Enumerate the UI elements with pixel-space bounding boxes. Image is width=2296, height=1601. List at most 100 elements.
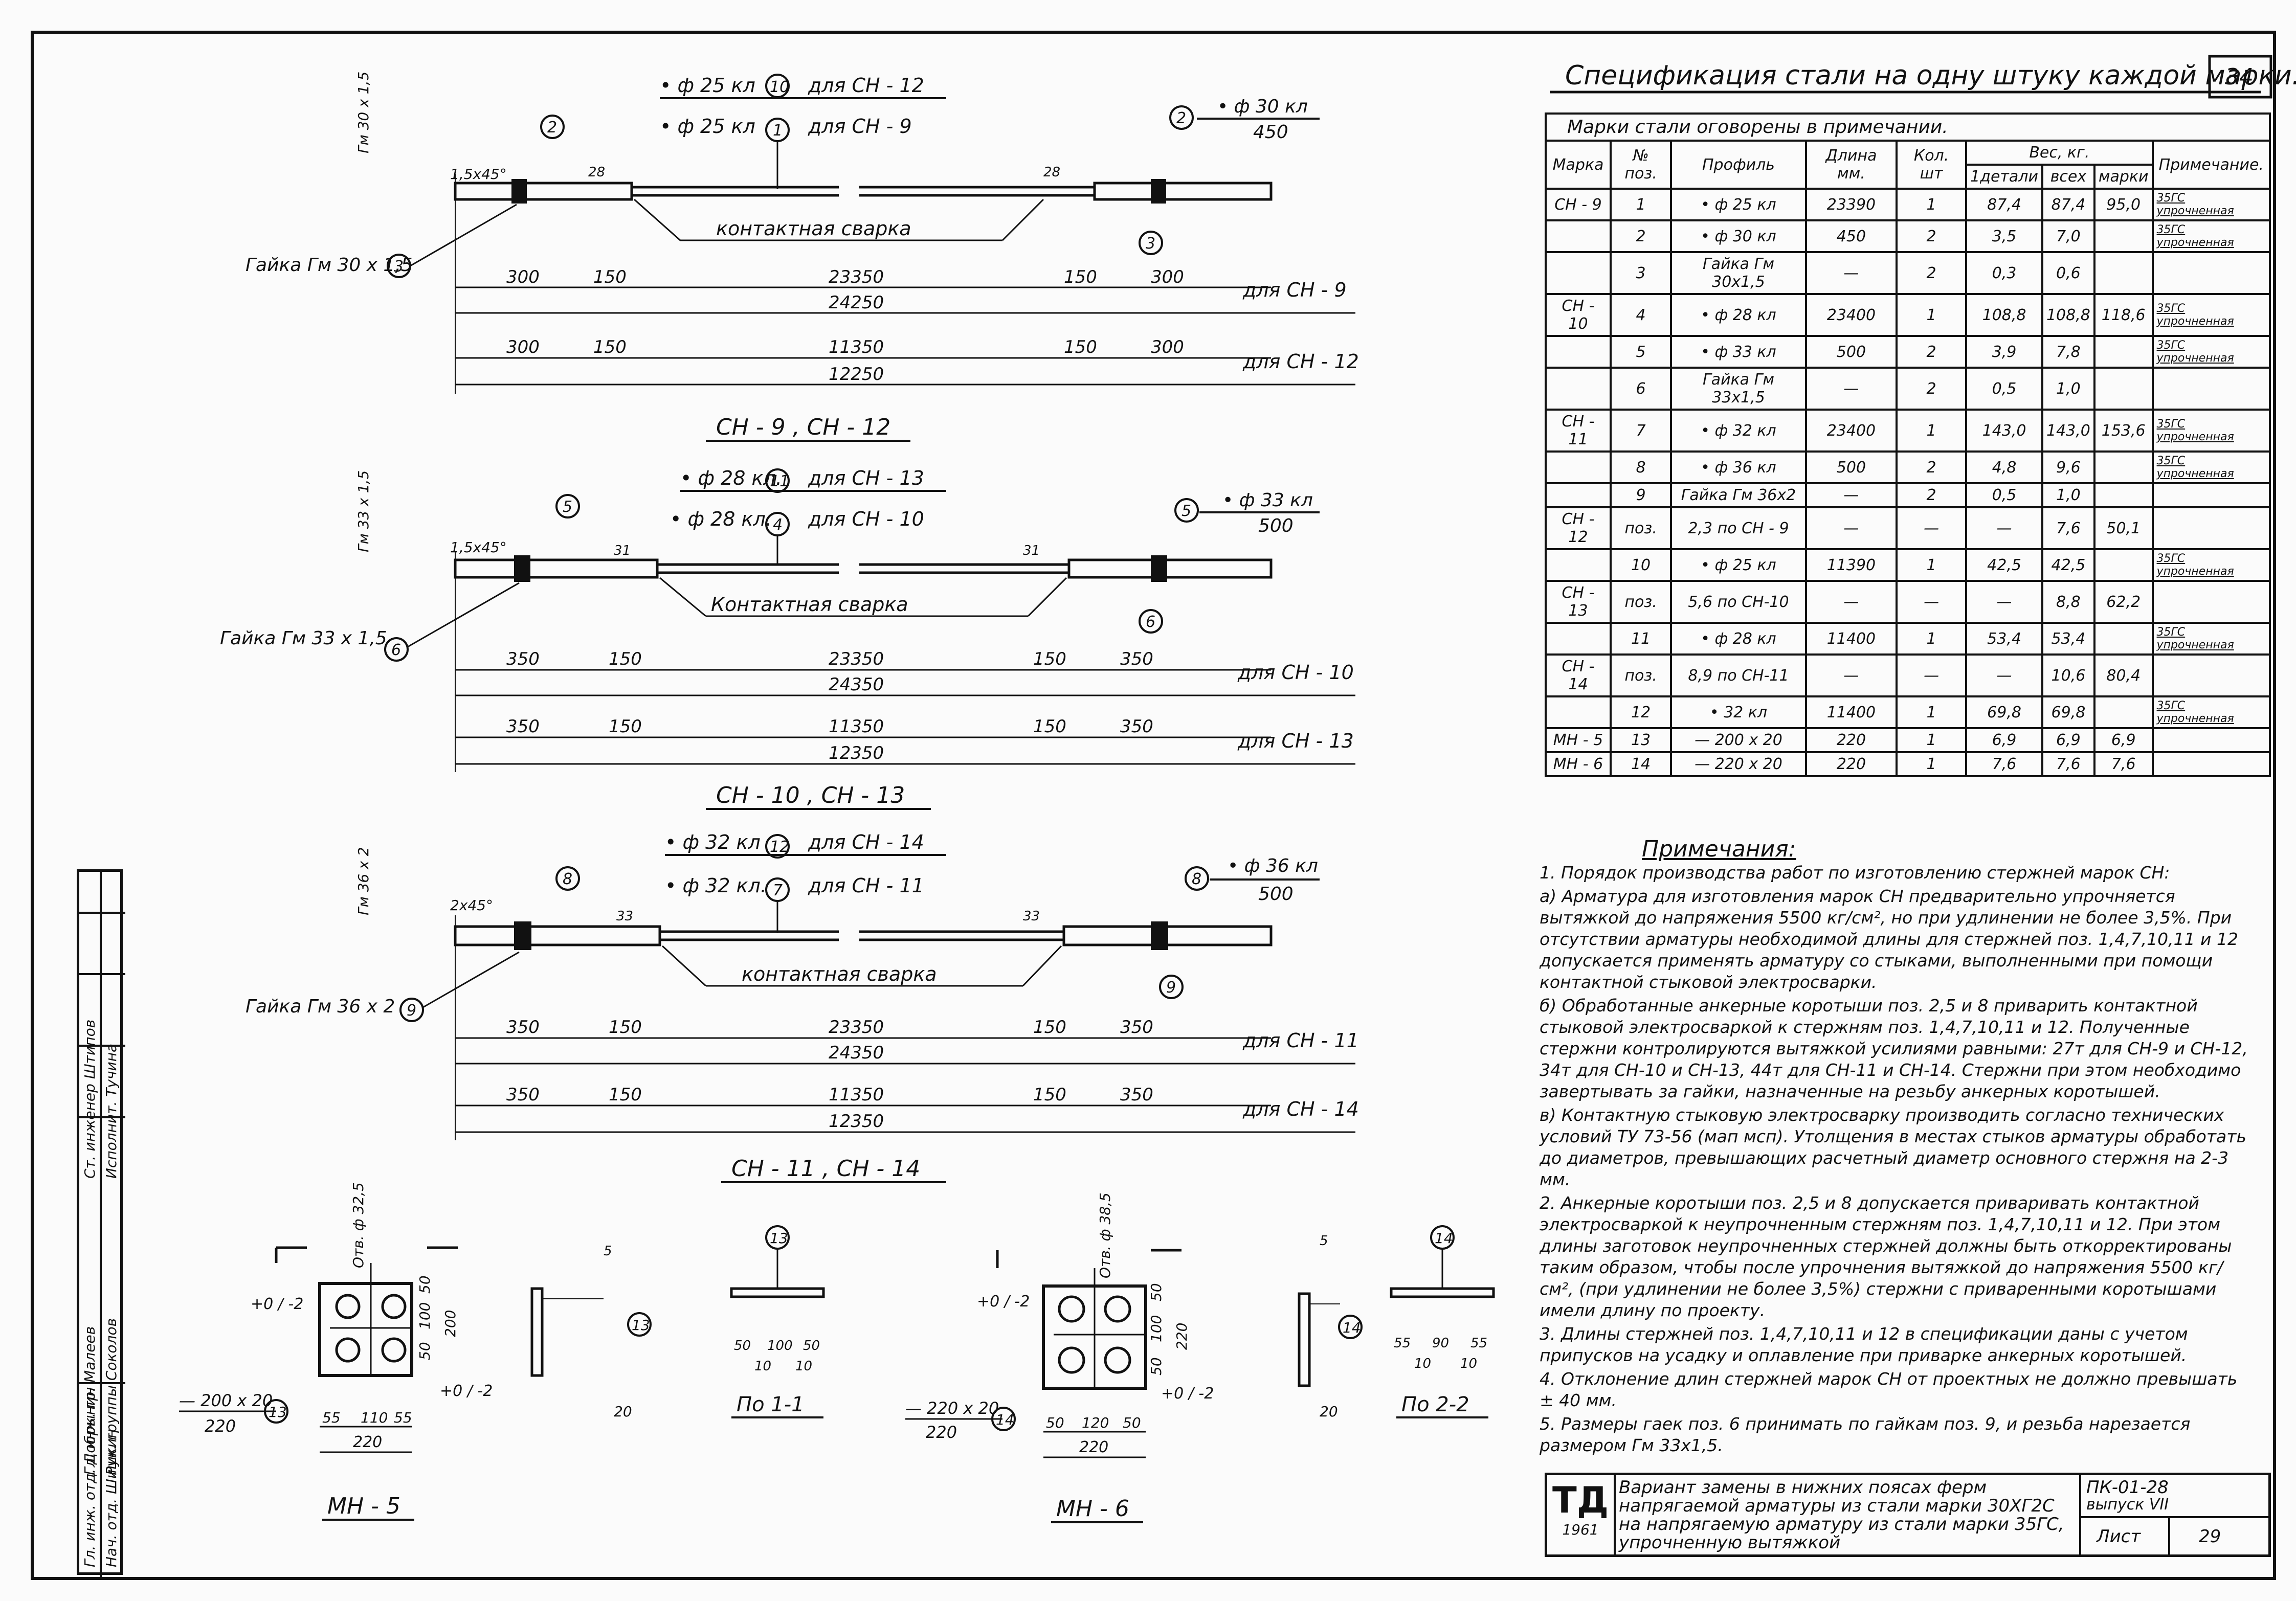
spec-cell-mark [1545,335,1612,369]
spec-cell-length: 23390 [1804,188,1898,221]
mn5-plate-size: — 200 х 20 [179,1391,273,1410]
mn5-t: 20 [614,1403,632,1420]
note-item: в) Контактную стыковую электросварку про… [1540,1105,2246,1189]
spec-cell-profile: 2,3 по СН - 9 [1670,506,1807,550]
spec-cell-profile: • ф 28 кл [1670,293,1807,337]
g2-for-main: для СН - 10 [808,508,924,530]
mn5-sdim-b: 100 [767,1338,793,1354]
spec-cell-mark [1545,219,1612,253]
g2-end-length: 500 [1258,515,1294,536]
g3-dim1-c: 23350 [829,1017,884,1038]
g2-thread: Гм 33 х 1,5 [355,470,372,552]
sheet-number-box [2208,55,2272,99]
g1-left-nut [511,179,527,204]
title-block: ТД 1961 Вариант замены в нижних поясах ф… [1545,1473,2271,1557]
spec-cell-note: 35ГС упрочненная [2151,409,2271,453]
spec-cell-mark: СН - 10 [1545,293,1612,337]
mn5-caption: МН - 5 [327,1493,400,1519]
mn5-vdim-a: 50 [416,1342,433,1360]
spec-cell-wall: 7,0 [2041,219,2096,253]
side-stamp-line-4: Рук. группы Соколов [103,1318,120,1475]
side-stamp-line-5: Ст. инженер Штипов [81,1020,98,1179]
spec-cell-note [2151,367,2271,411]
side-stamp-line-3: Гл. инж. гр. Малеев [81,1326,98,1475]
g1-pos-top: 10 [770,78,789,96]
mn5-tol-right: +0 / -2 [440,1382,493,1400]
spec-cell-wall: 69,8 [2041,695,2096,729]
g1-chamfer: 1,5х45° [450,166,507,183]
g2-dim1-c: 23350 [829,649,884,669]
g2-label-top: • ф 28 кл. [680,467,782,489]
spec-cell-pos: 7 [1609,409,1673,453]
side-stamp: Гл. инж. отд. Добрынин Нач. отд. Шишкин … [77,869,125,1577]
spec-cell-profile: Гайка Гм 36х2 [1670,482,1807,508]
spec-cell-qty: 1 [1896,727,1968,753]
g3-end-length: 500 [1258,884,1294,905]
spec-cell-w1: 6,9 [1965,727,2043,753]
mn5-sdim2-b: 10 [795,1359,812,1374]
g2-for1: для СН - 10 [1237,661,1354,684]
spec-cell-w1: 143,0 [1965,409,2043,453]
spec-h-w-all: всех [2041,164,2096,190]
spec-cell-qty: 2 [1896,335,1968,369]
mn6-plate-len: 220 [926,1423,957,1442]
mn5-total: 220 [353,1433,382,1451]
spec-h-weight: Вес, кг. [1965,140,2154,166]
spec-cell-w1: 7,6 [1965,751,2043,777]
mn6-vdim-c: 50 [1148,1283,1165,1301]
mn5-plate-len: 220 [205,1416,236,1436]
g2-for2: для СН - 13 [1237,730,1354,752]
spec-cell-pos: 3 [1609,251,1673,295]
mn6-tol-right: +0 / -2 [1161,1385,1214,1403]
spec-h-mark: Марка [1545,140,1612,190]
spec-cell-wall: 0,6 [2041,251,2096,295]
g3-label-main: • ф 32 кл. [665,874,767,897]
spec-cell-profile: • ф 32 кл [1670,409,1807,453]
title-block-code: ПК-01-28 [2086,1477,2169,1498]
spec-cell-mark: МН - 6 [1545,751,1612,777]
g3-dim2-b: 150 [609,1085,642,1105]
notes: Примечания: 1. Порядок производства рабо… [1540,838,2256,1458]
spec-cell-mark [1545,548,1612,582]
spec-cell-pos: поз. [1609,653,1673,697]
g1-dim1-c: 23350 [829,267,884,287]
g2-nut-pos-left: 6 [391,641,401,659]
g3-dim2-d: 150 [1033,1085,1066,1105]
spec-h-w-mark: марки [2093,164,2154,190]
g2-chamfer: 1,5х45° [450,539,507,556]
g1-dim2-e: 300 [1151,337,1184,357]
g1-total2: 12250 [829,364,884,385]
spec-cell-profile: • ф 30 кл [1670,219,1807,253]
title-block-description: Вариант замены в нижних поясах ферм напр… [1619,1477,2064,1553]
g3-dim2-e: 350 [1120,1085,1153,1105]
note-item: 1. Порядок производства работ по изготов… [1540,863,2170,883]
note-item: б) Обработанные анкерные коротыши поз. 2… [1540,996,2248,1101]
g3-end-label: • ф 36 кл [1228,855,1318,876]
spec-cell-profile: • ф 33 кл [1670,335,1807,369]
spec-cell-note: 35ГС упрочненная [2151,219,2271,253]
spec-cell-wmark [2093,219,2154,253]
spec-cell-wmark: 50,1 [2093,506,2154,550]
spec-cell-mark: СН - 12 [1545,506,1612,550]
mn6-sdim2-a: 10 [1414,1356,1431,1371]
g3-nut: Гайка Гм 36 х 2 [246,996,395,1017]
spec-cell-qty: 2 [1896,450,1968,484]
mn6-dim-b: 120 [1082,1414,1109,1431]
note-item: 5. Размеры гаек поз. 6 принимать по гайк… [1540,1414,2191,1455]
spec-cell-mark [1545,367,1612,411]
g2-right-nut [1151,555,1167,582]
spec-cell-w1: — [1965,506,2043,550]
mn5-plate [318,1282,413,1377]
mn6-sdim2-b: 10 [1460,1356,1477,1371]
spec-cell-wall: 1,0 [2041,367,2096,411]
mn6-side-pos: 14 [1343,1319,1361,1336]
spec-cell-wall: 7,6 [2041,506,2096,550]
spec-cell-pos: 10 [1609,548,1673,582]
spec-cell-wmark: 7,6 [2093,751,2154,777]
side-stamp-line-2: Нач. отд. Шишкин [103,1429,120,1567]
spec-cell-profile: • ф 28 кл [1670,622,1807,656]
spec-cell-w1: 0,5 [1965,367,2043,411]
mn5-sdim2-a: 10 [754,1359,771,1374]
